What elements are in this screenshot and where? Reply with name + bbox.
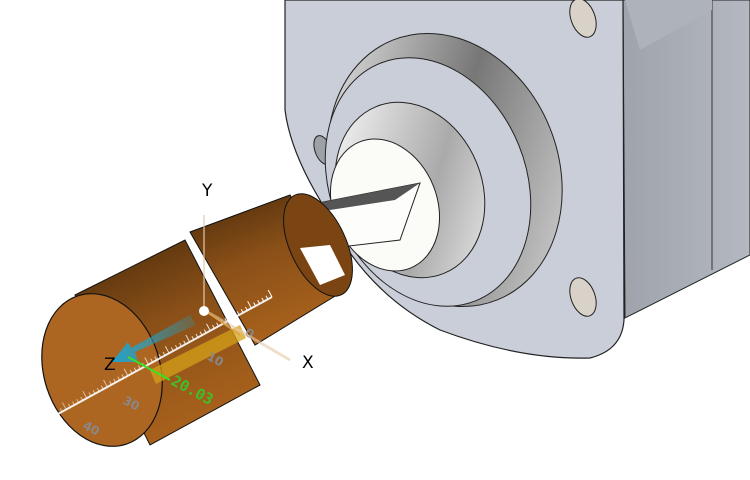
ruler-tick-mark <box>195 333 199 338</box>
x-axis-label: X <box>302 353 314 373</box>
ruler-tick-mark <box>224 317 228 322</box>
ruler-tick-mark <box>150 358 154 363</box>
ruler-tick-mark <box>216 322 219 327</box>
ruler-tick-40: 40 <box>81 418 102 438</box>
mount-hole <box>569 0 597 38</box>
ruler-tick-mark <box>103 379 108 388</box>
ruler-tick-mark <box>144 357 149 365</box>
ruler-tick-mark <box>51 412 55 417</box>
ruler-tick-mark <box>59 407 63 412</box>
ruler-tick-mark <box>244 306 248 311</box>
ruler-tick-mark <box>261 297 265 302</box>
ruler-tick-mark <box>179 342 182 347</box>
ruler-tick-mark <box>121 374 125 379</box>
ruler-tick-mark <box>212 324 215 329</box>
ruler-tick-30: 30 <box>121 393 142 413</box>
coupling[interactable] <box>23 183 367 462</box>
z-axis-label: Z <box>104 355 116 375</box>
ruler-tick-mark <box>240 308 244 313</box>
ruler-tick-mark <box>80 396 84 401</box>
ruler[interactable]: 0 10 30 40 <box>20 289 273 439</box>
ruler-tick-mark <box>76 398 79 403</box>
ruler-tick-mark <box>137 365 141 370</box>
ruler-tick-mark <box>20 424 26 433</box>
ruler-tick-mark <box>133 367 137 372</box>
triad-origin-handle[interactable] <box>199 306 209 316</box>
ruler-tick-mark <box>35 421 38 426</box>
ruler-tick-mark <box>174 344 178 349</box>
ruler-tick-mark <box>113 378 117 383</box>
ruler-tick-mark <box>267 289 273 298</box>
ruler-tick-mark <box>26 425 30 430</box>
ruler-tick-mark <box>39 419 42 424</box>
ruler-tick-mark <box>162 351 166 356</box>
ruler-tick-mark <box>67 403 71 408</box>
ruler-tick-mark <box>247 300 252 309</box>
ruler-tick-mark <box>206 323 211 331</box>
ruler-tick-mark <box>164 345 170 354</box>
ruler-tick-mark <box>96 387 100 392</box>
y-axis-label: Y <box>201 181 213 201</box>
ruler-tick-mark <box>154 356 158 361</box>
ruler-tick-mark <box>61 402 67 410</box>
ruler-tick-mark <box>253 302 256 307</box>
ruler-tick-mark <box>170 347 174 352</box>
ruler-tick-mark <box>82 390 88 399</box>
measurement-line <box>127 356 171 381</box>
ruler-tick-mark <box>226 312 232 320</box>
ruler-tick-mark <box>72 401 75 406</box>
ruler-tick-mark <box>100 385 104 390</box>
ruler-tick-mark <box>191 335 195 340</box>
ruler-tick-mark <box>88 392 92 397</box>
ruler-tick-mark <box>203 329 207 334</box>
ruler-tick-mark <box>232 313 236 318</box>
ruler-tick-mark <box>109 380 112 385</box>
ruler-tick-mark <box>257 299 261 304</box>
ruler-tick-mark <box>158 353 162 358</box>
mount-hole <box>569 277 597 317</box>
z-axis-arrow-icon[interactable] <box>112 315 196 362</box>
ruler-tick-mark <box>265 295 269 300</box>
coupling-face <box>41 293 163 447</box>
ruler-tick-mark <box>123 368 129 376</box>
ruler-tick-mark <box>199 331 203 336</box>
ruler-tick-mark <box>47 414 51 419</box>
ruler-tick-mark <box>183 340 186 345</box>
ruler-tick-10: 10 <box>205 349 226 369</box>
motor-body[interactable] <box>284 0 750 359</box>
ruler-tick-mark <box>92 389 96 394</box>
ruler-tick-mark <box>55 410 59 415</box>
ruler-tick-mark <box>30 423 34 428</box>
ruler-tick-mark <box>117 376 121 381</box>
ruler-tick-mark <box>129 369 133 374</box>
ruler-tick-mark <box>185 334 191 343</box>
ruler-tick-mark <box>236 311 240 316</box>
ruler-tick-mark <box>41 413 47 421</box>
